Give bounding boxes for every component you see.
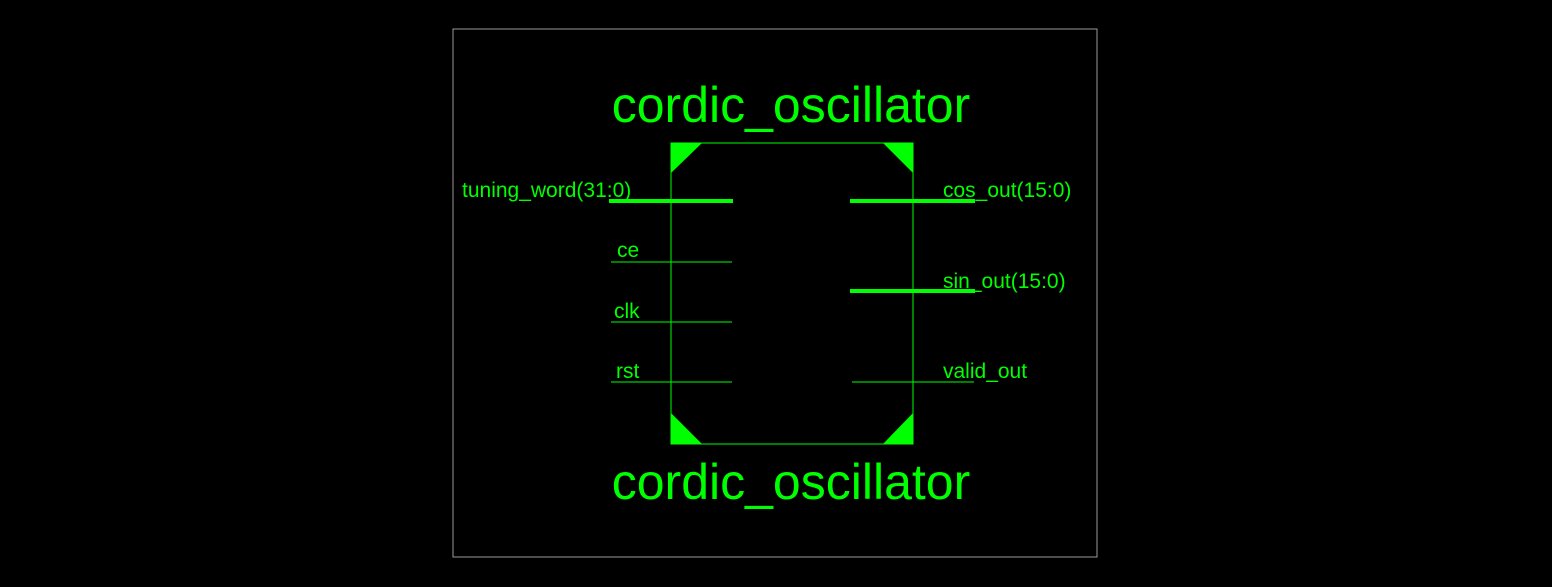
symbol-frame [452, 28, 1098, 558]
pin-label: cos_out(15:0) [943, 179, 1071, 202]
input-pin-clk[interactable]: clk [611, 300, 732, 323]
pin-label: ce [617, 239, 639, 262]
corner-marker-top-right [883, 143, 913, 173]
pin-label: sin_out(15:0) [943, 270, 1066, 293]
input-pin-tuning-word[interactable]: tuning_word(31:0) [462, 179, 733, 203]
component-body[interactable] [670, 142, 914, 445]
pin-label: valid_out [943, 360, 1027, 383]
corner-marker-top-left [671, 143, 702, 173]
input-pin-rst[interactable]: rst [611, 360, 732, 383]
output-pin-cos-out[interactable]: cos_out(15:0) [850, 179, 1071, 203]
output-pin-valid-out[interactable]: valid_out [852, 360, 1027, 383]
component-name-top: cordic_oscillator [612, 77, 970, 133]
pin-label: tuning_word(31:0) [462, 179, 631, 202]
pin-label: clk [614, 300, 640, 323]
component-name-bottom: cordic_oscillator [612, 454, 970, 510]
corner-marker-bottom-left [671, 413, 702, 444]
pin-label: rst [616, 360, 639, 383]
input-pin-ce[interactable]: ce [611, 239, 732, 263]
corner-marker-bottom-right [883, 413, 913, 444]
output-pin-sin-out[interactable]: sin_out(15:0) [850, 270, 1066, 293]
